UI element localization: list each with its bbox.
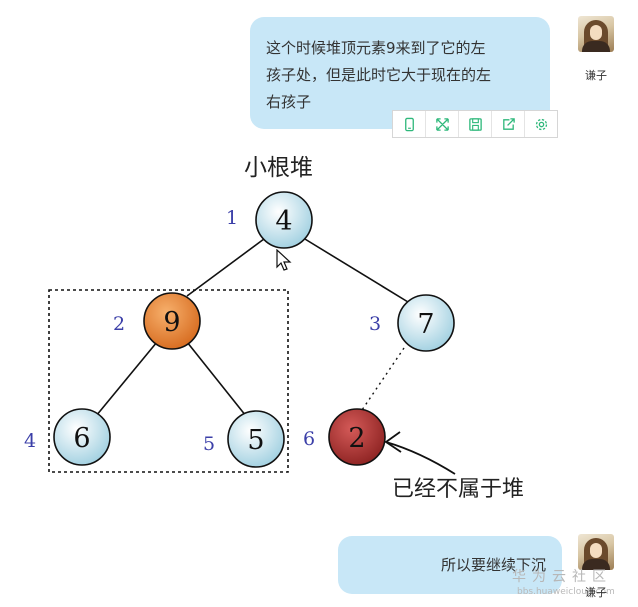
heap-node: 4 (255, 191, 313, 249)
node-index: 5 (203, 433, 215, 455)
annotation-arrowhead (384, 431, 402, 453)
diagram-title: 小根堆 (244, 155, 313, 181)
heap-node: 9 (143, 292, 201, 350)
message-line: 这个时候堆顶元素9来到了它的左 (266, 39, 486, 57)
save-icon[interactable] (459, 111, 492, 137)
avatar[interactable] (578, 16, 614, 52)
phone-icon[interactable] (393, 111, 426, 137)
svg-text:6: 6 (73, 423, 90, 454)
watermark-url: bbs.huaweicloud.com (517, 587, 615, 597)
svg-text:9: 9 (163, 307, 180, 338)
avatar[interactable] (578, 534, 614, 570)
svg-text:5: 5 (247, 425, 264, 456)
settings-icon[interactable] (525, 111, 557, 137)
svg-text:7: 7 (417, 309, 434, 340)
node-index: 6 (303, 428, 315, 450)
edge (186, 341, 247, 417)
node-index: 2 (113, 313, 125, 335)
user-name: 谦子 (585, 586, 607, 599)
node-index: 1 (226, 207, 238, 229)
heap-node: 7 (397, 294, 455, 352)
heap-diagram: 小根堆 已经不属于堆 4 1 9 2 7 3 6 4 5 5 2 6 (24, 155, 524, 502)
message-line: 右孩子 (266, 93, 312, 111)
edge (95, 341, 158, 417)
message-line: 孩子处，但是此时它大于现在的左 (266, 66, 492, 84)
message-line: 所以要继续下沉 (440, 556, 546, 574)
message-bubble: 所以要继续下沉 (338, 536, 562, 594)
heap-node: 6 (53, 408, 111, 466)
mouse-cursor-icon (276, 249, 292, 271)
watermark: 华为云社区 (512, 569, 612, 585)
svg-text:2: 2 (348, 423, 365, 454)
heap-node: 2 (328, 408, 386, 466)
edge (299, 235, 409, 303)
expand-icon[interactable] (426, 111, 459, 137)
edge (186, 235, 269, 297)
node-index: 3 (369, 313, 381, 335)
share-icon[interactable] (492, 111, 525, 137)
heap-node: 5 (227, 410, 285, 468)
user-name: 谦子 (585, 69, 607, 82)
svg-text:4: 4 (275, 206, 292, 237)
subtree-box (48, 289, 289, 473)
message-toolbar (392, 110, 558, 138)
annotation-label: 已经不属于堆 (392, 477, 524, 502)
node-index: 4 (24, 430, 36, 452)
edge-dotted (361, 347, 405, 411)
annotation-arrow (385, 441, 456, 475)
